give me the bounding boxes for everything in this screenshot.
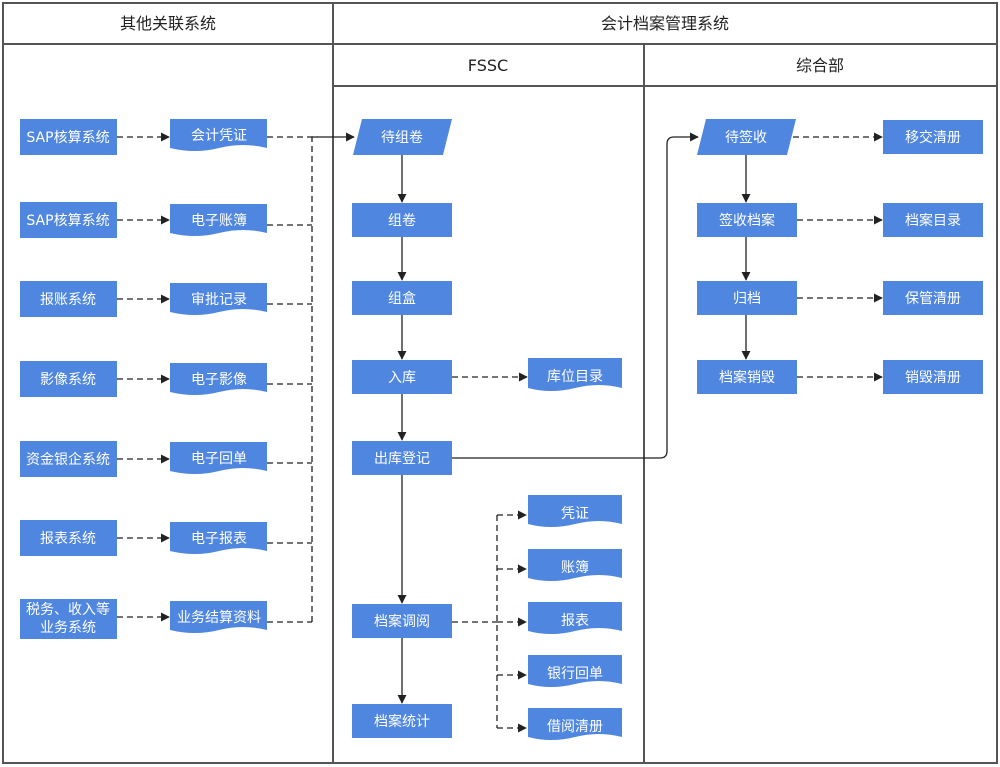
fssc-step-nodes [352,203,452,738]
source-document-label: 会计凭证 [191,128,247,144]
source-document-label: 电子报表 [191,531,247,547]
fssc-step-label: 档案调阅 [374,613,430,630]
source-system-node [20,361,117,397]
fssc-step-label: 档案统计 [374,713,430,730]
document-shape [528,495,622,527]
source-system-node [20,441,117,477]
source-system-label-line1: 税务、收入等 [26,601,110,618]
dept-output-node [883,120,983,154]
lookup-document-label: 借阅清册 [547,719,603,735]
dept-pending-label: 待签收 [725,129,767,146]
document-shape [170,522,267,554]
source-system-node [20,520,117,556]
dept-step-nodes [697,203,797,394]
connectors-fssc [397,132,699,704]
dept-step-node [697,281,797,315]
dept-output-node [883,360,983,394]
dept-output-label: 保管清册 [905,291,961,307]
fssc-step-node [352,604,452,638]
fssc-step-label: 组卷 [388,213,416,229]
dept-output-label: 移交清册 [905,129,961,146]
source-document-shapes [170,119,267,633]
source-system-label-line2: 业务系统 [40,620,96,636]
source-system-label: SAP核算系统 [26,130,109,146]
lane-header-dept: 综合部 [796,56,844,75]
source-document-label: 审批记录 [191,292,247,308]
source-system-node [20,202,117,238]
source-document-label: 电子影像 [191,372,247,388]
source-system-node [20,119,117,155]
source-document-label: 电子回单 [191,451,247,467]
dept-output-label: 档案目录 [905,212,961,229]
fssc-step-label: 组盒 [388,290,416,307]
location-catalog-label: 库位目录 [547,369,603,385]
dept-output-node [883,203,983,237]
dept-output-node [883,281,983,315]
dept-step-node [697,360,797,394]
fssc-step-node [352,203,452,237]
lookup-document-label: 凭证 [561,506,589,522]
dept-output-nodes [883,120,983,394]
fssc-step-node [352,704,452,738]
connectors-fssc-dashed [452,372,528,733]
fssc-step-node [352,441,452,475]
fssc-pending-node [353,119,452,155]
document-shape [528,655,622,687]
fssc-step-label: 出库登记 [374,451,430,467]
source-document-label: 电子账簿 [191,213,247,229]
source-system-label: 报表系统 [40,531,96,547]
lookup-document-label: 报表 [561,613,589,629]
fssc-step-node [352,281,452,315]
source-system-nodes [20,119,117,639]
document-shape [170,442,267,474]
fssc-document-shapes [528,358,622,740]
document-shape [170,601,267,633]
document-shape [528,549,622,581]
source-system-label: 报账系统 [40,292,96,308]
source-system-node [20,281,117,317]
source-system-node [20,599,117,639]
lane-header-left: 其他关联系统 [120,14,216,33]
document-shape [528,602,622,634]
document-shape [528,708,622,740]
document-shape [170,283,267,315]
fssc-step-node [352,360,452,394]
fssc-pending-label: 待组卷 [381,130,423,146]
lookup-document-label: 账簿 [561,560,589,576]
source-system-label: 影像系统 [40,372,96,388]
document-shape [170,119,267,151]
source-document-label: 业务结算资料 [177,610,261,626]
dept-step-label: 档案销毁 [719,369,775,386]
document-shape [170,363,267,395]
dept-step-label: 归档 [733,290,761,307]
lane-header-fssc: FSSC [468,56,508,75]
dept-pending-node [697,119,796,155]
source-system-label: SAP核算系统 [26,213,109,229]
fssc-step-label: 入库 [388,370,416,386]
dept-step-node [697,203,797,237]
lane-header-right: 会计档案管理系统 [601,14,729,33]
source-system-label: 资金银企系统 [26,451,110,468]
document-shape [170,204,267,236]
lookup-document-label: 银行回单 [547,666,603,682]
connectors-dept-dashed [793,132,883,382]
dept-output-label: 销毁清册 [905,370,961,386]
dept-step-label: 签收档案 [719,212,775,229]
document-shape [528,358,622,391]
